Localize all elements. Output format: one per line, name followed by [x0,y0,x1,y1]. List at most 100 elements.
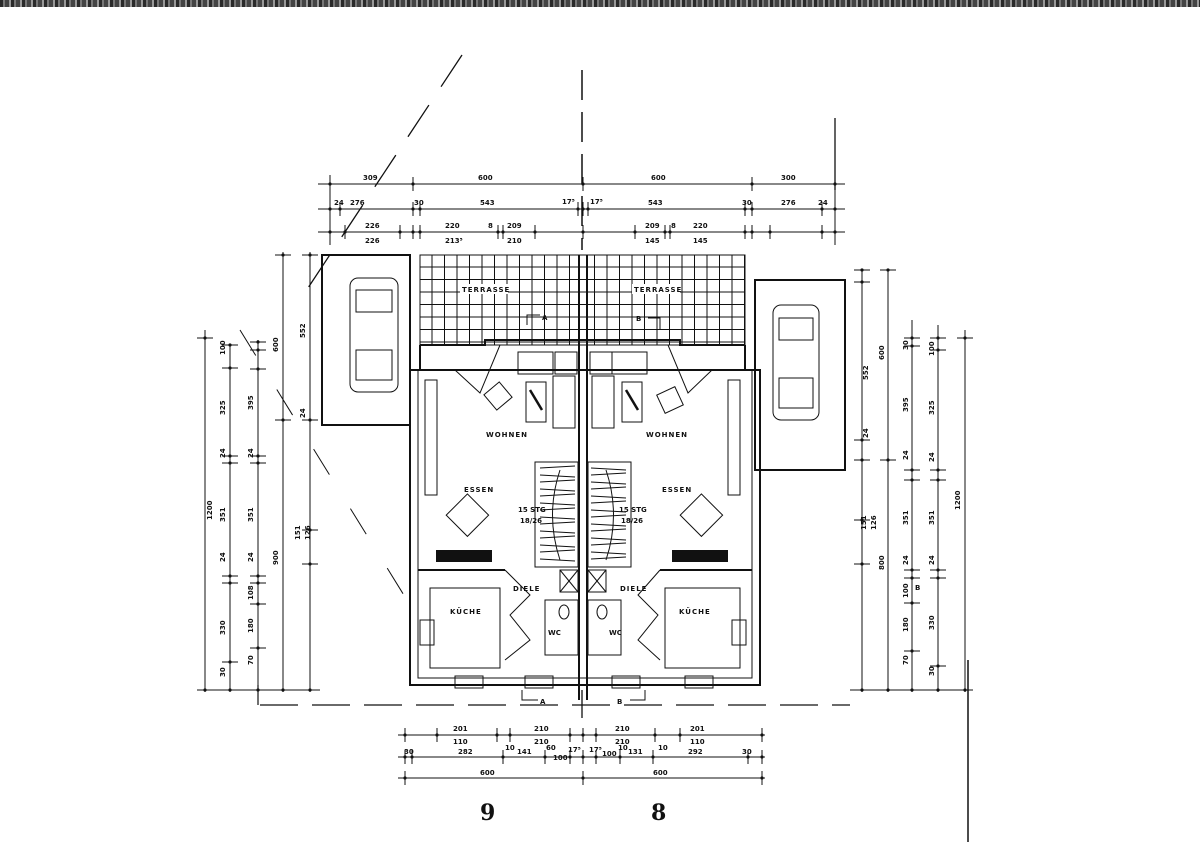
dimension-dot [411,182,415,186]
stair-step [539,493,576,497]
dimension-dot [256,348,260,352]
dimension-bottom-label: 600 [480,769,495,777]
dimension-dot [910,478,914,482]
section-b-right: B [915,584,921,592]
dimension-dot [256,581,260,585]
dimension-dot [228,688,232,692]
dimension-top-label: 276 [350,199,365,207]
dimension-dot [678,733,682,737]
stair-step [539,474,576,478]
dimension-dot [581,182,585,186]
stair-step [590,556,627,560]
dimension-dot [820,207,824,211]
dimension-dot [963,336,967,340]
dimension-right-label: 330 [928,615,936,630]
dimension-dot [833,182,837,186]
dimension-bottom-label: 100 [553,754,568,762]
dimension-dot [256,461,260,465]
dimension-dot [910,649,914,653]
dimension-dot [936,568,940,572]
label-wc-left: WC [548,629,561,637]
dimension-right-label: 100 [902,583,910,598]
dimension-left-label: 351 [247,507,255,522]
dimension-dot [228,581,232,585]
stair-step [590,523,627,527]
stair-step [539,549,576,553]
label-stairs-left: 15 STG [518,506,546,514]
stair-step [590,551,627,555]
house-number-8: 8 [651,800,666,826]
dimension-left-label: 330 [219,620,227,635]
label-dining-left: ESSEN [464,486,494,494]
dimension-left-label: 24 [247,448,255,458]
stair-step [539,465,576,469]
dimension-right-label: 151 [860,515,868,530]
dimension-dot [750,182,754,186]
dimension-dot [743,207,747,211]
dimension-dot [410,755,414,759]
stair-step [539,507,576,511]
dimension-dot [936,348,940,352]
dimension-top-label: 209 [507,222,522,230]
dimension-bottom-label: 210 [615,725,630,733]
dimension-right-label: 1200 [954,490,962,510]
label-hall-right: DIELE [620,585,647,593]
dimension-right-label: 800 [878,555,886,570]
dimension-dot [256,367,260,371]
stair-step [539,488,576,492]
dimension-top-label: 24 [334,199,344,207]
dimension-dot [403,733,407,737]
stair-step [590,514,627,518]
dimension-bottom-label: 210 [615,738,630,746]
stair-step [539,502,576,506]
stair-step [539,479,576,483]
dimension-right-label: 351 [928,510,936,525]
dimension-top-label: 220 [445,222,460,230]
dimension-dot [411,230,415,234]
dimension-right-label: 100 [928,341,936,356]
label-kitchen-right: KÜCHE [679,607,711,616]
dimension-dot [203,688,207,692]
dimension-bottom-label: 10 [505,744,515,752]
stair-step [590,509,627,513]
dimension-top-label: 17⁵ [590,198,603,206]
dimension-dot [768,230,772,234]
dimension-dot [833,230,837,234]
dimension-dot [256,574,260,578]
stair-step [590,495,627,499]
dimension-dot [668,230,672,234]
dimension-top-label: 30 [742,199,752,207]
dimension-dot [568,755,572,759]
dimension-dot [936,478,940,482]
dimension-dot [435,733,439,737]
dimension-dot [910,336,914,340]
stair-step [590,500,627,504]
dimension-left-label: 1200 [206,500,214,520]
label-terrace-right: TERRASSE [634,286,682,294]
label-terrace-left: TERRASSE [462,286,510,294]
dimension-lines [200,175,970,779]
dimension-left-label: 24 [219,552,227,562]
stair-step [590,486,627,490]
dimension-dot [403,776,407,780]
dimension-top-label: 600 [478,174,493,182]
dimension-bottom-label: 292 [688,748,703,756]
dimension-ticks [197,177,973,785]
dimension-right-label: 24 [902,450,910,460]
dimension-top-label: 226 [365,237,380,245]
dimension-top-label: 145 [645,237,660,245]
dimension-top-label: 543 [648,199,663,207]
dimension-dot [495,733,499,737]
dimension-top-label: 145 [693,237,708,245]
dimension-bottom-label: 210 [534,738,549,746]
section-marks: A B A B B [521,314,921,706]
dimension-dot [746,755,750,759]
dimension-left-label: 100 [219,340,227,355]
dimension-dot [581,207,585,211]
dimension-left-label: 108 [247,585,255,600]
dimension-right-label: 30 [902,340,910,350]
dimension-dot [256,688,260,692]
dimension-right-label: 24 [862,428,870,438]
dimension-left-label: 600 [272,337,280,352]
